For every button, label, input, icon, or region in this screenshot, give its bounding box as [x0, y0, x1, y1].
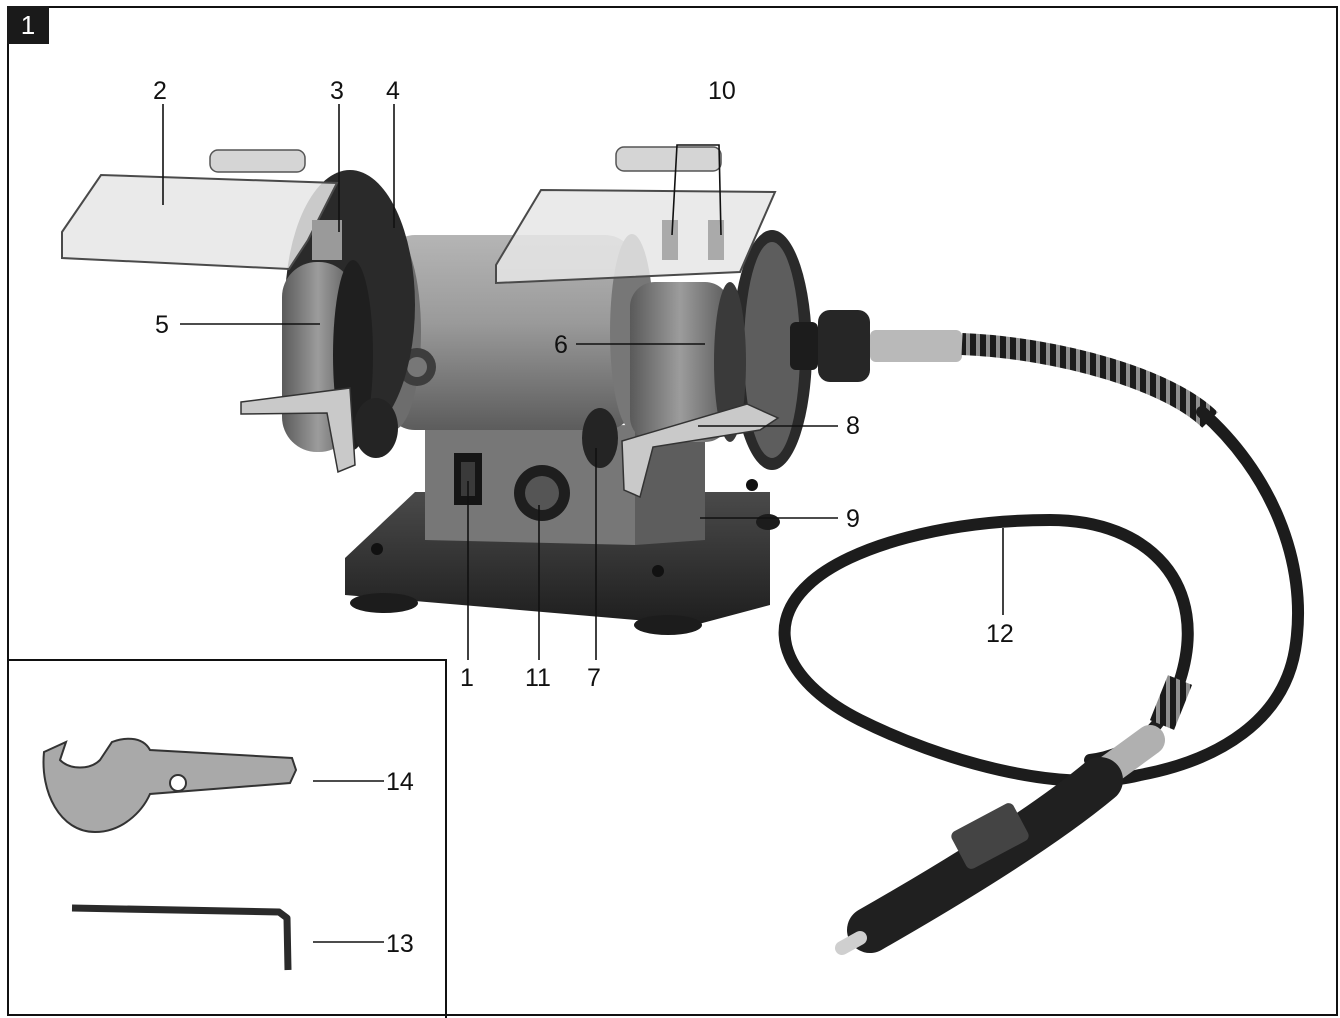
callout-4: 4: [386, 77, 400, 105]
left-eye-shield: [61, 149, 342, 271]
figure-frame: [7, 6, 1338, 1016]
spanner-tool: [42, 737, 298, 834]
right-wheel-assembly: [582, 230, 812, 499]
callout-14: 14: [386, 768, 414, 796]
leader-10: [671, 144, 722, 236]
callout-10: 10: [708, 77, 736, 105]
accessory-inset: [7, 659, 447, 1018]
callout-8: 8: [846, 412, 860, 440]
left-wheel-assembly: [240, 170, 415, 474]
hex-key-tool: [71, 904, 292, 971]
callout-9: 9: [846, 505, 860, 533]
callout-12: 12: [986, 620, 1014, 648]
callout-6: 6: [554, 331, 568, 359]
leader-lines: [162, 104, 1004, 943]
callout-3: 3: [330, 77, 344, 105]
callout-5: 5: [155, 311, 169, 339]
callout-7: 7: [587, 664, 601, 692]
callout-13: 13: [386, 930, 414, 958]
callout-2: 2: [153, 77, 167, 105]
flexible-shaft: [778, 310, 1304, 955]
callout-11: 11: [525, 664, 551, 692]
pedestal: [425, 425, 705, 545]
right-eye-shield: [495, 146, 777, 285]
callout-1: 1: [460, 664, 474, 692]
figure-number-badge: 1: [7, 6, 49, 44]
